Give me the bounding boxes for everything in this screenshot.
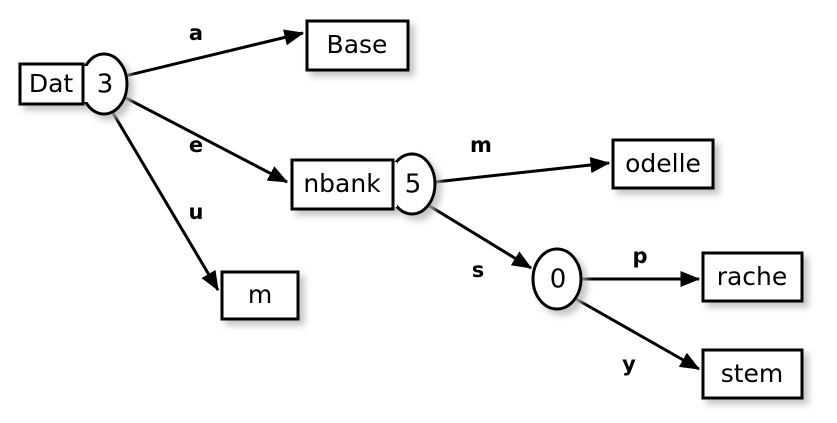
- edge-line-u: [111, 112, 220, 292]
- node-nbank-rect: [290, 158, 395, 211]
- edge-label-s: s: [472, 258, 485, 282]
- node-odelle[interactable]: odelle: [611, 138, 715, 190]
- edge-nbank-to-zero[interactable]: s: [427, 203, 533, 282]
- node-rache-label: rache: [717, 262, 788, 291]
- edge-line-m: [434, 156, 611, 184]
- node-m[interactable]: m: [220, 270, 300, 321]
- node-odelle-label: odelle: [625, 149, 701, 178]
- node-m-label: m: [248, 280, 272, 309]
- node-stem-rect: [701, 348, 804, 400]
- edge-dat-to-base[interactable]: a: [124, 21, 305, 78]
- node-base-label: Base: [327, 30, 388, 59]
- edge-zero-to-stem[interactable]: y: [575, 297, 701, 376]
- edge-label-m: m: [470, 133, 492, 157]
- node-stem-label: stem: [721, 359, 784, 388]
- node-zero-label: 0: [550, 265, 567, 295]
- edge-label-a: a: [189, 21, 203, 45]
- edge-line-s: [427, 203, 533, 270]
- edge-dat-to-nbank[interactable]: e: [123, 95, 289, 184]
- node-dat-ellipse-label: 3: [97, 70, 114, 100]
- node-base[interactable]: Base: [305, 19, 410, 72]
- node-odelle-rect: [611, 138, 715, 190]
- edge-label-p: p: [632, 244, 647, 268]
- edges-layer: a e u m s p: [111, 21, 701, 376]
- node-nbank-rect-label: nbank: [303, 169, 381, 198]
- nodes-layer: Dat 3 Base nbank 5 m: [18, 19, 804, 400]
- node-nbank-ellipse-label: 5: [405, 170, 422, 200]
- node-stem[interactable]: stem: [701, 348, 804, 400]
- edge-line-e: [123, 95, 289, 184]
- edge-label-u: u: [189, 200, 204, 224]
- node-rache-rect: [701, 251, 804, 303]
- edge-dat-to-m[interactable]: u: [111, 112, 220, 292]
- edge-label-e: e: [189, 133, 203, 157]
- edge-label-y: y: [622, 352, 636, 376]
- node-dat-rect-label: Dat: [29, 69, 74, 98]
- edge-nbank-to-odelle[interactable]: m: [434, 133, 611, 184]
- node-zero-ellipse: [531, 247, 583, 311]
- node-zero[interactable]: 0: [531, 247, 583, 311]
- node-m-rect: [220, 270, 300, 321]
- edge-line-a: [124, 29, 305, 78]
- node-nbank[interactable]: nbank 5: [290, 152, 437, 216]
- node-rache[interactable]: rache: [701, 251, 804, 303]
- edge-line-y: [575, 297, 701, 371]
- edge-zero-to-rache[interactable]: p: [581, 244, 701, 288]
- node-base-rect: [305, 19, 410, 72]
- node-dat[interactable]: Dat 3: [18, 52, 129, 116]
